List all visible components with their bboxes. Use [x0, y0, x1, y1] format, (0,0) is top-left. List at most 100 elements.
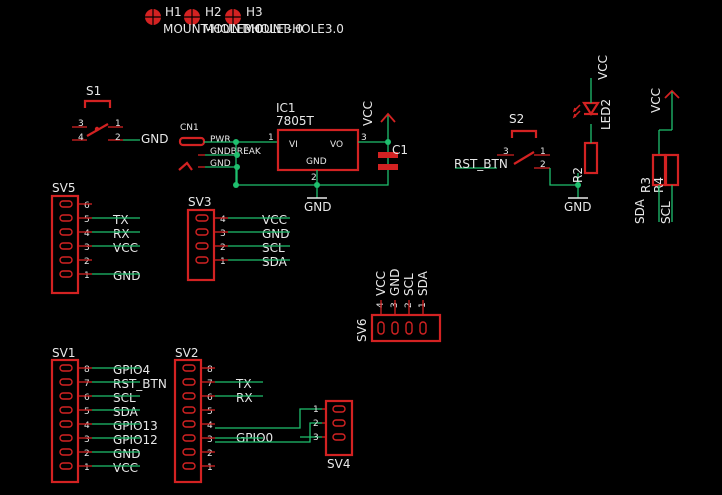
sv2-pad-5: [182, 406, 196, 414]
sv1-pad-6: [59, 392, 73, 400]
ic1-gnd: GND: [306, 157, 327, 167]
sv2-body: [173, 358, 203, 484]
sv3-pin-3: 3: [220, 229, 226, 239]
sv3-pad-1: [195, 256, 209, 264]
header-sv3[interactable]: SV3 4 3 2 1 VCC GND SCL SDA: [186, 195, 290, 282]
led-led2[interactable]: LED2: [572, 99, 613, 130]
sv5-pin-6: 6: [84, 201, 90, 211]
sv5-net-tx: TX: [112, 213, 129, 227]
sv1-net-gpio12: GPIO12: [113, 433, 158, 447]
header-sv2[interactable]: SV2 8 7 6 5 4 3 2 1 TX RX GPIO0: [173, 346, 273, 484]
sv6-name: SV6: [355, 319, 369, 342]
sv1-pin-6: 6: [84, 393, 90, 403]
switch-s1[interactable]: S1 3 4 1 2: [72, 84, 123, 143]
sv5-pad-6: [59, 200, 73, 208]
sv1-pad-4: [59, 420, 73, 428]
ic1-vi: VI: [289, 140, 298, 150]
sv5-pad-4: [59, 228, 73, 236]
ic1-value: 7805T: [276, 114, 315, 128]
sv2-pin-1: 1: [207, 463, 213, 473]
sv1-pad-8: [59, 364, 73, 372]
s1-name: S1: [86, 84, 101, 98]
led2-triangle: [581, 101, 601, 117]
sv6-pad-4: [377, 321, 385, 335]
ic1-gnd-net: GND: [304, 200, 332, 214]
sv5-pad-3: [59, 242, 73, 250]
capacitor-c1[interactable]: C1: [378, 143, 408, 170]
header-sv4[interactable]: 1 2 3 SV4: [313, 399, 354, 471]
sv2-pad-8: [182, 364, 196, 372]
sv5-pin-3: 3: [84, 243, 90, 253]
mount-hole-h1[interactable]: H1: [145, 5, 182, 25]
led2-name: LED2: [599, 99, 613, 130]
s2-pin1: 1: [540, 147, 546, 157]
sv2-pad-3: [182, 434, 196, 442]
ic1-pin3: 3: [361, 133, 367, 143]
sv1-net-vcc: VCC: [113, 461, 138, 475]
sv5-pad-2: [59, 256, 73, 264]
sv1-net-gpio4: GPIO4: [113, 363, 150, 377]
sv3-pad-4: [195, 214, 209, 222]
resistor-r2[interactable]: R2: [571, 141, 599, 183]
sv2-pad-4: [182, 420, 196, 428]
ic1-pin2: 2: [311, 173, 317, 183]
sv2-pin-2: 2: [207, 449, 213, 459]
mount-hole-h2[interactable]: H2: [184, 5, 222, 25]
pullup-sda: SDA: [633, 198, 647, 224]
c1-plate-bottom: [378, 164, 398, 170]
pullup-vcc-wire: [658, 92, 673, 155]
cn1-spring: [178, 161, 193, 171]
sv1-pin-5: 5: [84, 407, 90, 417]
sv4-pad-3: [332, 433, 346, 441]
sv2-pin-3: 3: [207, 435, 213, 445]
sv1-pad-3: [59, 434, 73, 442]
sv4-pin-1: 1: [313, 405, 319, 415]
sv1-pad-5: [59, 406, 73, 414]
switch-s2[interactable]: S2 3 1 2: [497, 112, 550, 170]
sv3-net-vcc: VCC: [262, 213, 287, 227]
sv4-body: [324, 399, 354, 457]
s2-rst-net: RST_BTN: [454, 157, 508, 171]
sv2-net-rx: RX: [236, 391, 253, 405]
sv1-pad-2: [59, 448, 73, 456]
pullup-vcc: VCC: [649, 88, 663, 113]
sv5-net-gnd: GND: [113, 269, 141, 283]
pullup-bottom-wires: [658, 185, 673, 222]
s2-pin2: 2: [540, 160, 546, 170]
mount-hole-h3[interactable]: H3: [225, 5, 263, 25]
sv2-pad-1: [182, 462, 196, 470]
ic1-vo: VO: [330, 140, 343, 150]
c1-gnd-wire: [317, 170, 389, 186]
regulator-ic1[interactable]: IC1 7805T VI VO GND 1 2 3: [268, 101, 367, 183]
sv3-net-sda: SDA: [262, 255, 288, 269]
h3-value: MOUNT-HOLE3.0: [244, 22, 344, 36]
sv1-net-gnd: GND: [113, 447, 141, 461]
sv2-pad-2: [182, 448, 196, 456]
h2-label: H2: [205, 5, 222, 19]
sv5-pin-row: 6 5 4 3 2 1: [84, 201, 90, 281]
s1-pin3: 3: [78, 119, 84, 129]
sv3-name: SV3: [188, 195, 211, 209]
s1-gnd-net: GND: [141, 132, 169, 146]
cn1-pwr: PWR: [210, 135, 231, 145]
sv2-pin-4: 4: [207, 421, 213, 431]
sv6-pad-1: [419, 321, 427, 335]
led2-light-arrow-1: [572, 104, 581, 113]
header-sv1[interactable]: SV1 8 7 6 5 4 3 2 1 GPIO4 RST_BTN SCL SD…: [50, 346, 167, 484]
sv1-pin-2: 2: [84, 449, 90, 459]
resistor-r4[interactable]: R4: [652, 153, 680, 193]
sv5-pin-5: 5: [84, 215, 90, 225]
sv6-net-sda: SDA: [416, 270, 430, 296]
sv1-body: [50, 358, 80, 484]
sv2-net-tx: TX: [235, 377, 252, 391]
header-sv5[interactable]: SV5 6 5 4 3 2 1 TX RX VCC GND: [50, 181, 141, 295]
sv5-name: SV5: [52, 181, 75, 195]
r2-body: [583, 141, 599, 175]
jack-cn1[interactable]: CN1 PWR GNDBREAK GND: [178, 123, 262, 171]
r2-gnd-net: GND: [564, 200, 592, 214]
sv6-pad-2: [405, 321, 413, 335]
sv3-pad-2: [195, 242, 209, 250]
ic1-body: [276, 128, 360, 172]
sv1-pin-8: 8: [84, 365, 90, 375]
sv6-net-scl: SCL: [402, 273, 416, 296]
